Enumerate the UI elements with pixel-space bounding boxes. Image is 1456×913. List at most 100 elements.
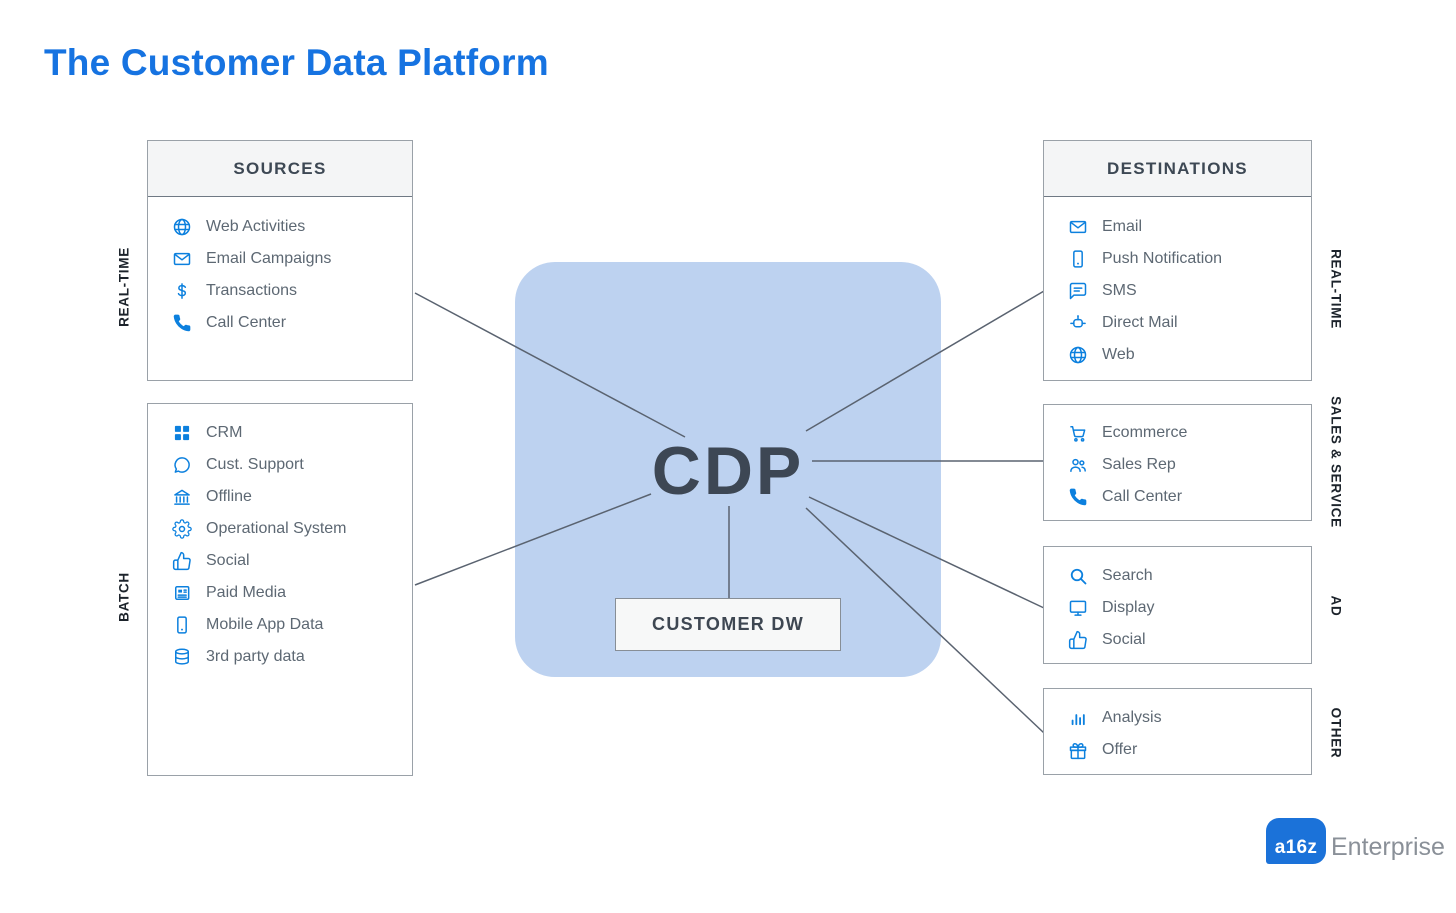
list-item: Search [1044, 560, 1311, 592]
list-item: Email [1044, 211, 1311, 243]
dollar-icon [172, 281, 192, 301]
list-item: Social [1044, 624, 1311, 656]
item-label: Direct Mail [1102, 314, 1178, 331]
item-label: Operational System [206, 520, 347, 537]
list-item: Analysis [1044, 702, 1311, 734]
item-label: Email [1102, 218, 1143, 235]
item-label: Push Notification [1102, 250, 1223, 267]
item-label: Analysis [1102, 709, 1162, 726]
list-item: Social [148, 545, 412, 577]
list-item: Ecommerce [1044, 417, 1311, 449]
item-label: Cust. Support [206, 456, 304, 473]
list-item: Web [1044, 339, 1311, 371]
other-side-label: OTHER [1328, 707, 1344, 759]
a16z-logo-mark: a16z [1266, 818, 1326, 864]
item-label: Web [1102, 346, 1135, 363]
list-item: Display [1044, 592, 1311, 624]
users-icon [1068, 455, 1088, 475]
item-label: SMS [1102, 282, 1137, 299]
phone-icon [172, 313, 192, 333]
realtime-side-label-left: REAL-TIME [116, 247, 132, 327]
item-label: Web Activities [206, 218, 306, 235]
ad-side-label: AD [1328, 595, 1344, 617]
list-item: Mobile App Data [148, 609, 412, 641]
item-label: 3rd party data [206, 648, 305, 665]
item-label: Offline [206, 488, 252, 505]
sources-header: SOURCES [148, 141, 412, 197]
newspaper-icon [172, 583, 192, 603]
list-item: Direct Mail [1044, 307, 1311, 339]
email-icon [1068, 217, 1088, 237]
list-item: Call Center [1044, 481, 1311, 513]
chat-icon [172, 455, 192, 475]
database-icon [172, 647, 192, 667]
thumbs-up-icon [1068, 630, 1088, 650]
list-item: Email Campaigns [148, 243, 412, 275]
list-item: Push Notification [1044, 243, 1311, 275]
list-item: Offline [148, 481, 412, 513]
destinations-header: DESTINATIONS [1044, 141, 1311, 197]
item-label: Social [1102, 631, 1146, 648]
search-icon [1068, 566, 1088, 586]
item-label: Ecommerce [1102, 424, 1188, 441]
list-item: Offer [1044, 734, 1311, 766]
a16z-logo-text: Enterprise [1331, 833, 1445, 861]
list-item: Web Activities [148, 211, 412, 243]
list-item: Sales Rep [1044, 449, 1311, 481]
item-label: Paid Media [206, 584, 287, 601]
phone-icon [1068, 487, 1088, 507]
list-item: SMS [1044, 275, 1311, 307]
realtime-side-label-right: REAL-TIME [1328, 249, 1344, 329]
grid-icon [172, 423, 192, 443]
list-item: 3rd party data [148, 641, 412, 673]
thumbs-up-icon [172, 551, 192, 571]
globe-icon [1068, 345, 1088, 365]
list-item: Cust. Support [148, 449, 412, 481]
item-label: Call Center [206, 314, 287, 331]
item-label: Search [1102, 567, 1153, 584]
item-label: Mobile App Data [206, 616, 324, 633]
item-label: Call Center [1102, 488, 1183, 505]
sales-service-side-label: SALES & SERVICE [1328, 396, 1344, 528]
mobile-icon [172, 615, 192, 635]
item-label: Transactions [206, 282, 297, 299]
list-item: Operational System [148, 513, 412, 545]
a16z-enterprise-logo: a16z Enterprise [1266, 818, 1445, 864]
list-item: Transactions [148, 275, 412, 307]
monitor-icon [1068, 598, 1088, 618]
direct-mail-icon [1068, 313, 1088, 333]
item-label: Offer [1102, 741, 1138, 758]
gift-icon [1068, 740, 1088, 760]
cart-icon [1068, 423, 1088, 443]
item-label: Social [206, 552, 250, 569]
list-item: Paid Media [148, 577, 412, 609]
bank-icon [172, 487, 192, 507]
item-label: CRM [206, 424, 243, 441]
list-item: Call Center [148, 307, 412, 339]
list-item: CRM [148, 417, 412, 449]
batch-side-label: BATCH [116, 572, 132, 622]
cdp-label: CDP [651, 433, 805, 509]
customer-dw-box: CUSTOMER DW [615, 598, 841, 651]
item-label: Sales Rep [1102, 456, 1176, 473]
sms-icon [1068, 281, 1088, 301]
email-icon [172, 249, 192, 269]
mobile-icon [1068, 249, 1088, 269]
analysis-icon [1068, 708, 1088, 728]
item-label: Email Campaigns [206, 250, 332, 267]
globe-icon [172, 217, 192, 237]
gear-icon [172, 519, 192, 539]
